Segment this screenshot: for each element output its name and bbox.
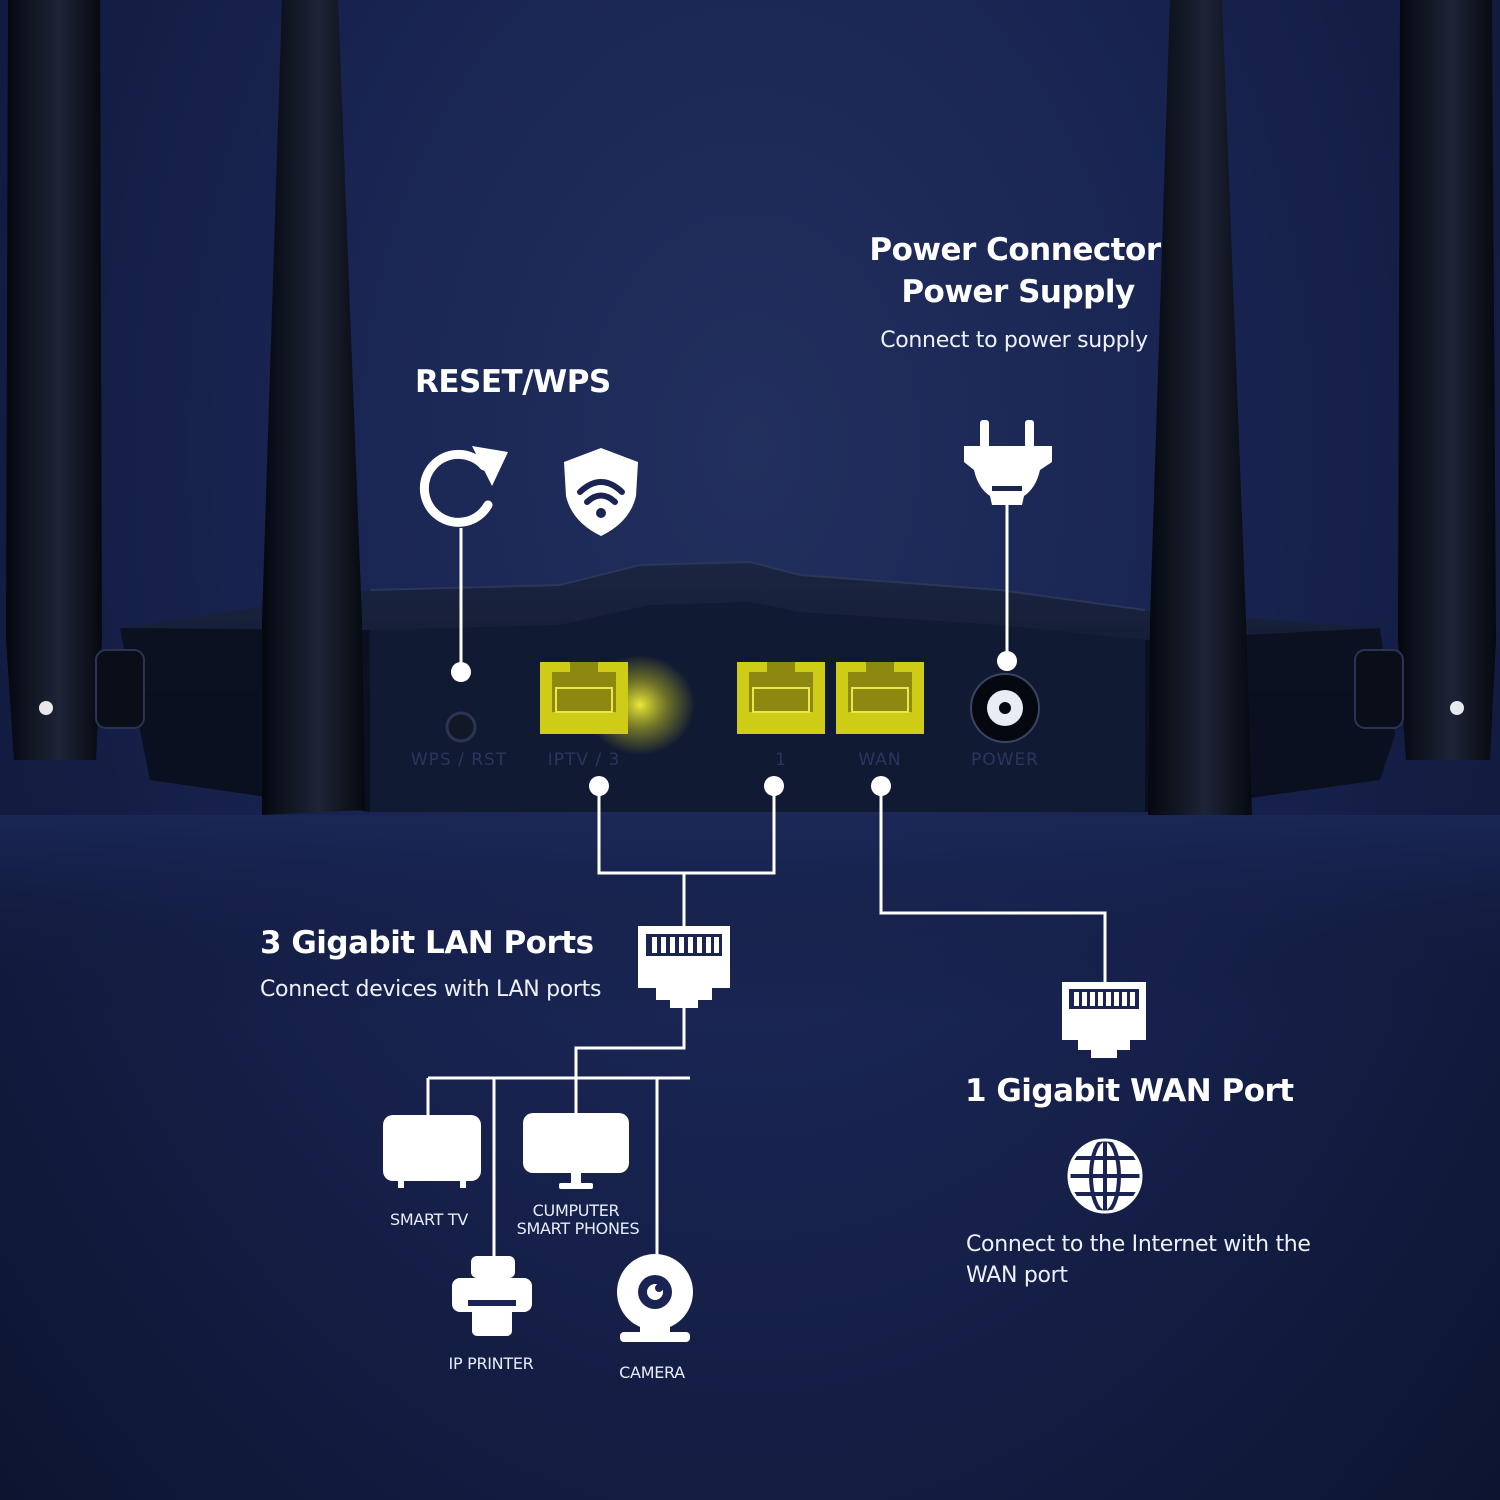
power-title-line2: Power Supply [901, 274, 1135, 310]
camera-icon [617, 1254, 693, 1342]
printer-icon [452, 1256, 532, 1336]
ethernet-plug-icon [638, 926, 730, 1008]
port-iptv[interactable] [540, 662, 628, 734]
smart-tv-icon [383, 1115, 481, 1188]
port-label-lan1: 1 [775, 750, 787, 770]
wps-shield-icon [564, 448, 638, 536]
antenna-right-inner [1148, 0, 1252, 815]
antenna-left-inner [262, 0, 365, 815]
ethernet-plug-icon-wan [1062, 982, 1146, 1058]
device-label-ip-printer: IP PRINTER [448, 1354, 534, 1373]
power-jack[interactable] [970, 673, 1040, 743]
connector-lines [426, 505, 1107, 1258]
port-label-power: POWER [971, 750, 1039, 770]
wan-title: 1 Gigabit WAN Port [965, 1073, 1294, 1109]
reset-icon [419, 446, 508, 527]
wps-rst-button[interactable] [445, 711, 477, 743]
device-label-computer-line1: CUMPUTER [532, 1201, 620, 1220]
antenna-right-outer [1398, 0, 1496, 760]
floor-reflection [0, 815, 1500, 1015]
reset-wps-title: RESET/WPS [415, 364, 611, 400]
power-plug-icon [964, 420, 1052, 505]
wan-description-line1: Connect to the Internet with the [966, 1232, 1311, 1257]
antenna-left-outer [6, 0, 102, 760]
wan-description-line2: WAN port [966, 1263, 1068, 1288]
lan-description: Connect devices with LAN ports [260, 977, 602, 1002]
device-label-computer-line2: SMART PHONES [516, 1219, 640, 1238]
lan-title: 3 Gigabit LAN Ports [260, 925, 594, 961]
globe-icon [1067, 1138, 1143, 1214]
power-description: Connect to power supply [880, 328, 1148, 353]
connector-dots [451, 651, 1017, 796]
computer-icon [523, 1113, 629, 1189]
power-title-line1: Power Connector [869, 232, 1161, 268]
port-wan[interactable] [836, 662, 924, 734]
port-label-wan: WAN [858, 750, 902, 770]
port-label-iptv: IPTV / 3 [547, 750, 621, 770]
device-label-smart-tv: SMART TV [389, 1210, 469, 1229]
device-label-camera: CAMERA [619, 1363, 685, 1382]
port-label-wps-rst: WPS / RST [410, 750, 508, 770]
port-lan1[interactable] [737, 662, 825, 734]
